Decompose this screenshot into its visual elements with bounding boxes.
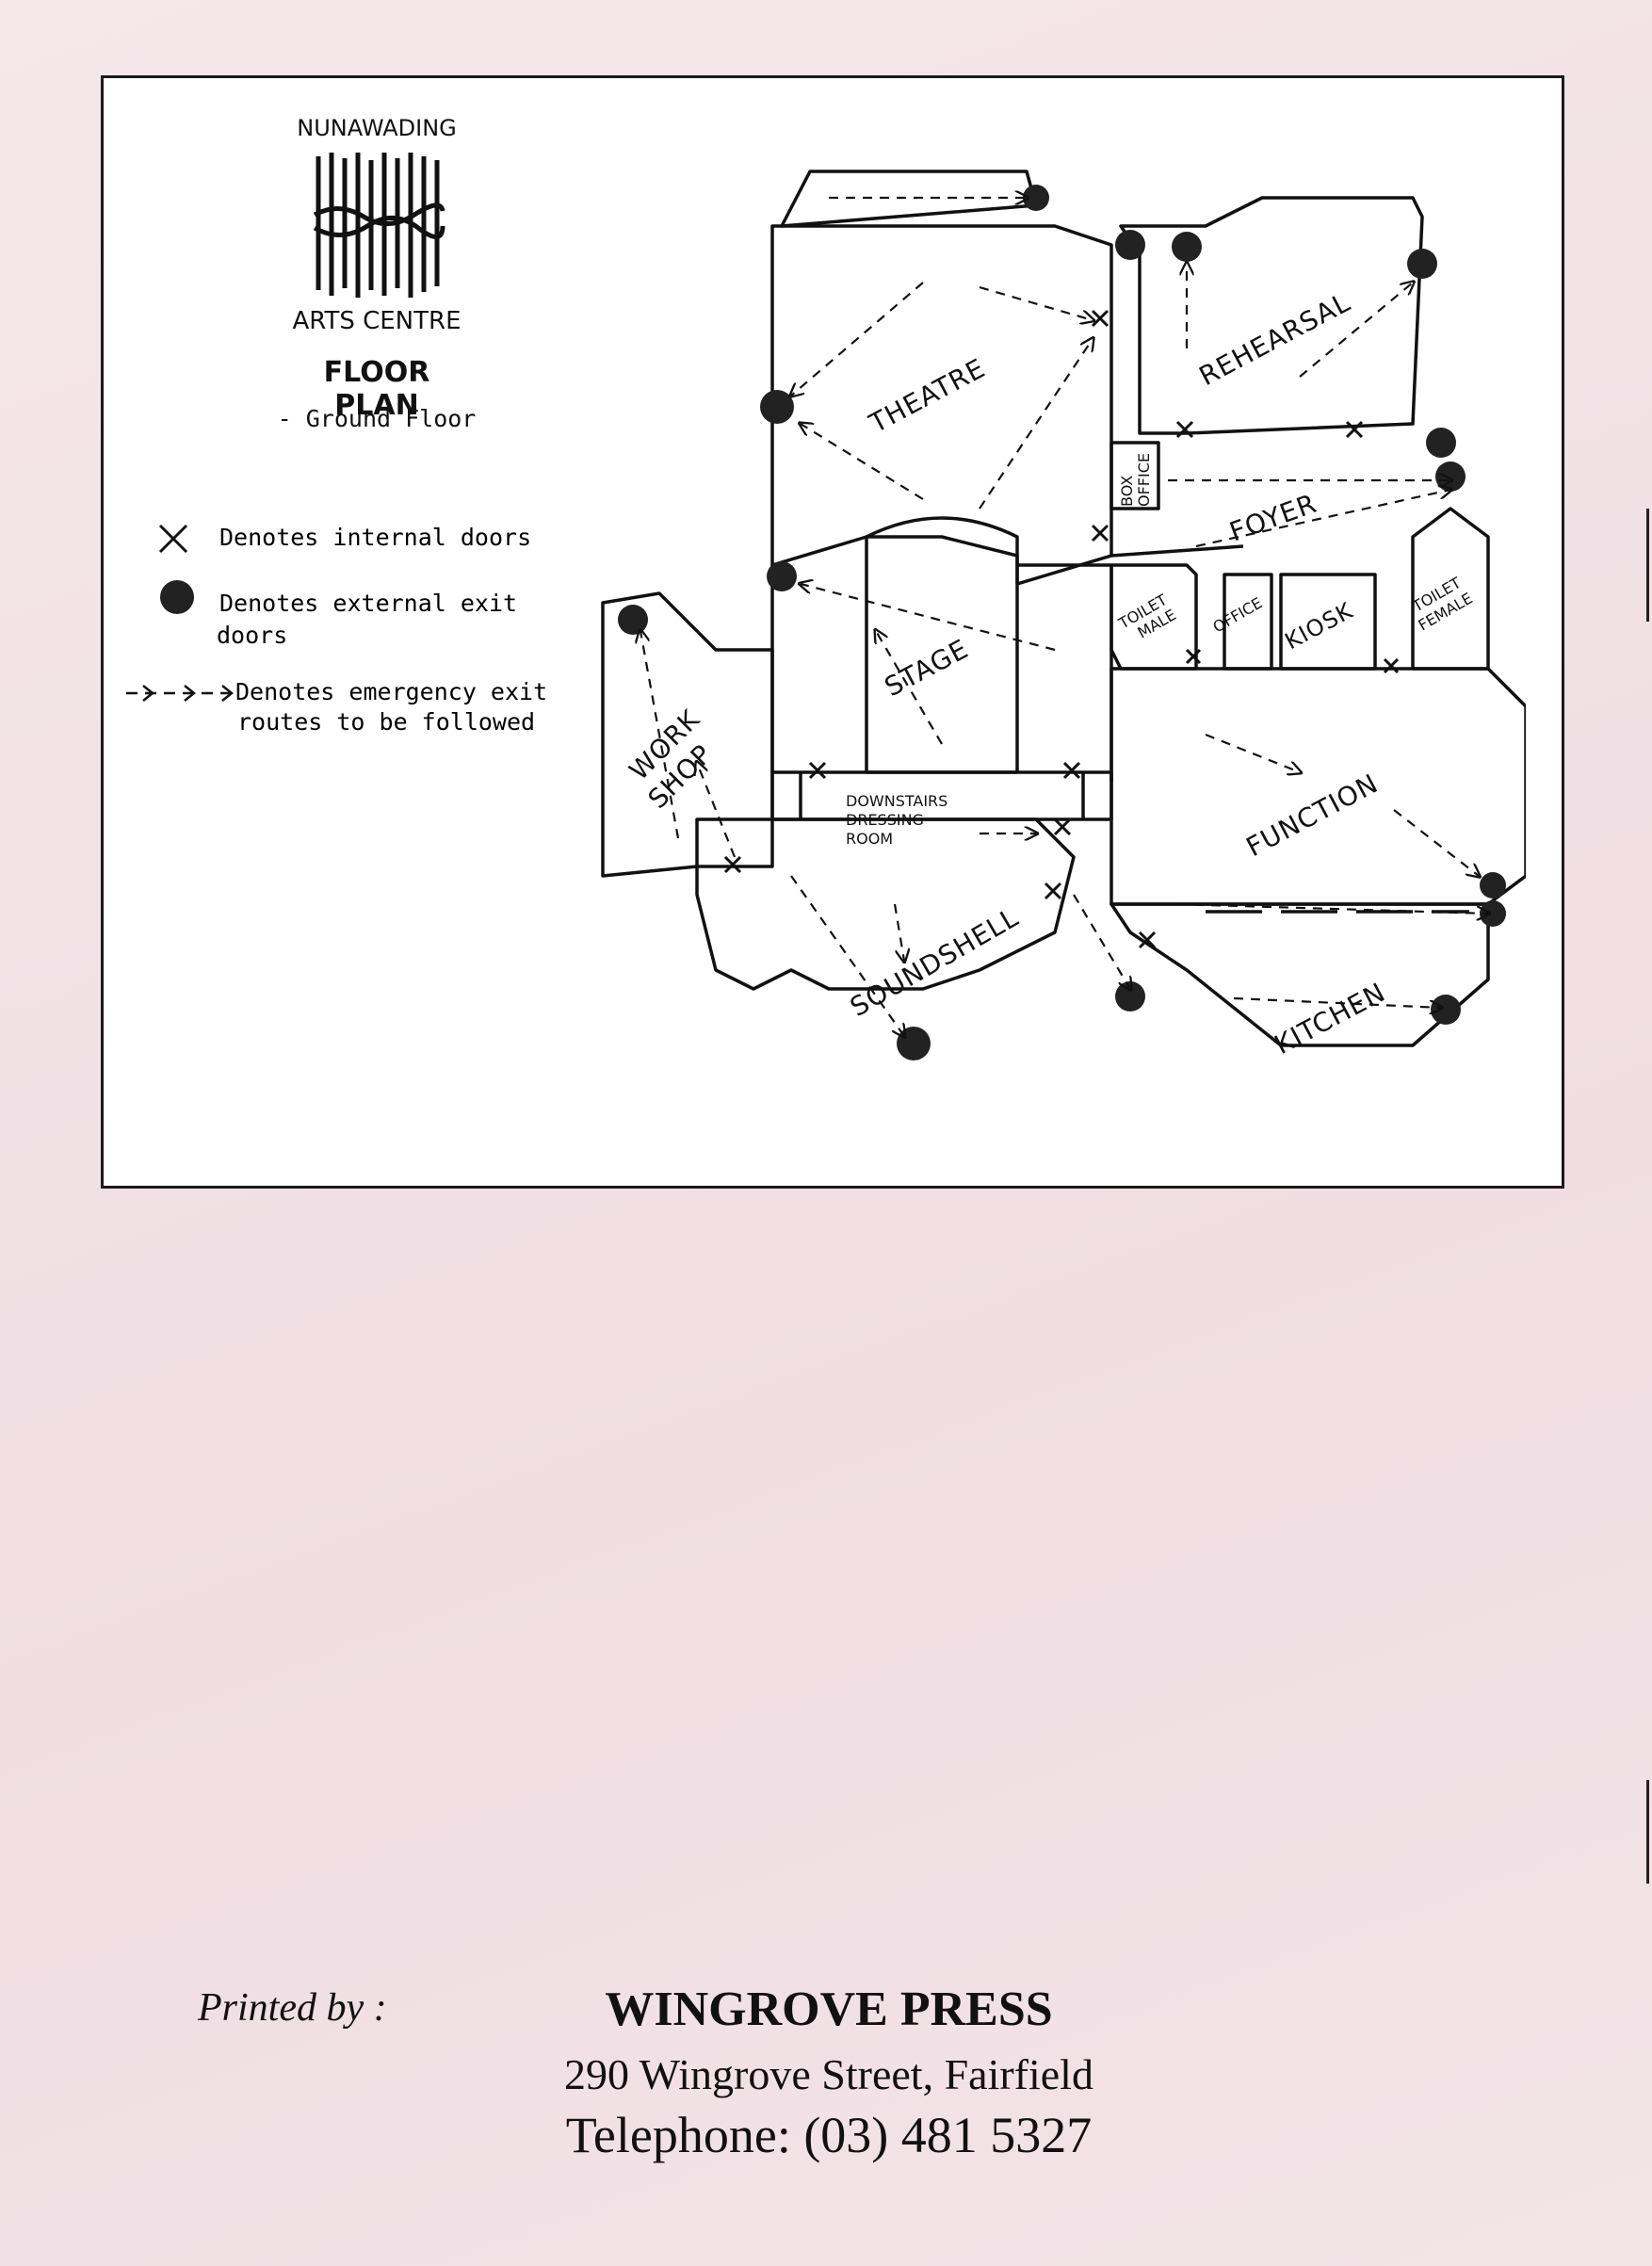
exit-door-1 — [1023, 185, 1049, 211]
press-telephone: Telephone: (03) 481 5327 — [565, 2107, 1093, 2163]
soundshell-outline — [695, 817, 1076, 991]
exit-door-4 — [1407, 249, 1437, 279]
internal-door-5 — [1185, 648, 1202, 665]
internal-door-3 — [1345, 420, 1364, 439]
route-workshop-1 — [640, 631, 680, 839]
exit-door-10 — [1480, 872, 1506, 898]
exit-door-5 — [760, 390, 794, 424]
exit-door-7 — [1435, 461, 1466, 492]
emergency-route-arrow-icon — [126, 685, 235, 702]
internal-door-12 — [1138, 931, 1157, 949]
room-label-office: OFFICE — [1210, 594, 1266, 637]
box-office-outline — [1109, 441, 1160, 510]
exit-door-2 — [1115, 230, 1145, 260]
logo-top-text: NUNAWADING — [297, 115, 457, 141]
route-kitchen — [1233, 996, 1441, 1008]
exit-door-12 — [1115, 981, 1145, 1012]
room-label-box-office-1: BOX — [1118, 476, 1136, 507]
room-label-dressing-3: ROOM — [846, 830, 893, 848]
room-label-kiosk: KIOSK — [1281, 597, 1358, 655]
route-theatre-1 — [791, 282, 924, 396]
printed-by-label: Printed by : — [198, 1986, 387, 2030]
legend-emergency-line2: routes to be followed — [237, 708, 536, 736]
function-outline — [1109, 667, 1526, 906]
exit-door-13 — [1431, 995, 1461, 1025]
room-label-kitchen: KITCHEN — [1270, 977, 1391, 1060]
internal-door-9 — [1053, 817, 1072, 836]
press-name: WINGROVE PRESS — [605, 1983, 1053, 2036]
theatre-lobby-outline — [780, 170, 1038, 228]
internal-door-8 — [1062, 761, 1081, 780]
route-theatre-2 — [979, 285, 1093, 320]
exit-door-3 — [1172, 232, 1202, 262]
exit-door-9 — [618, 605, 648, 635]
route-function-3 — [1176, 902, 1488, 914]
legend-emergency-line1: Denotes emergency exit — [235, 678, 548, 705]
exit-door-8 — [767, 561, 797, 591]
room-label-theatre: THEATRE — [864, 352, 991, 440]
room-label-dressing-1: DOWNSTAIRS — [846, 792, 947, 810]
internal-door-11 — [1044, 882, 1062, 900]
arts-centre-logo — [313, 153, 445, 298]
internal-door-7 — [808, 761, 827, 780]
route-theatre-3 — [801, 424, 924, 500]
route-rehearsal-2 — [1299, 283, 1413, 378]
route-workshop-2 — [697, 763, 737, 858]
room-label-box-office-2: OFFICE — [1135, 453, 1153, 507]
room-label-foyer: FOYER — [1225, 488, 1320, 548]
legend-external-doors-line2: doors — [217, 622, 288, 649]
floor-plan-drawing: THEATRE REHEARSAL FOYER BOX OFFICE STAGE… — [601, 170, 1526, 1060]
route-function-2 — [1393, 809, 1479, 876]
plan-subtitle: - Ground Floor — [277, 405, 477, 432]
dressing-room-outline — [770, 770, 1113, 821]
internal-door-4 — [1091, 524, 1109, 542]
plan-title: FLOOR PLAN — [323, 356, 430, 422]
room-label-rehearsal: REHEARSAL — [1194, 286, 1355, 392]
internal-door-x-icon — [158, 524, 188, 554]
toilet-female-outline — [1411, 507, 1490, 671]
edge-mark-bottom — [1646, 1780, 1649, 1884]
external-door-dot-icon — [160, 580, 194, 614]
room-label-stage: STAGE — [880, 633, 974, 703]
legend-external-doors-line1: Denotes external exit — [219, 590, 518, 617]
route-theatre-4 — [979, 339, 1093, 510]
route-soundshell-2 — [893, 903, 904, 961]
legend-internal-doors: Denotes internal doors — [219, 524, 532, 551]
route-function-1 — [1205, 733, 1300, 772]
exit-door-6 — [1426, 428, 1456, 458]
room-label-dressing-2: DRESSING — [846, 811, 924, 829]
workshop-outline — [601, 591, 774, 878]
logo-bottom-text: ARTS CENTRE — [292, 307, 462, 335]
internal-door-10 — [723, 855, 742, 874]
route-soundshell-1 — [790, 875, 904, 1036]
stage-outline — [865, 516, 1019, 774]
route-soundshell-3 — [1073, 894, 1130, 989]
room-label-function: FUNCTION — [1241, 768, 1384, 863]
route-stage-2 — [876, 631, 943, 745]
press-address: 290 Wingrove Street, Fairfield — [564, 2050, 1093, 2098]
internal-door-1 — [1091, 309, 1109, 328]
rehearsal-outline — [1119, 196, 1424, 435]
internal-door-6 — [1383, 657, 1400, 674]
edge-mark-top — [1646, 509, 1649, 622]
internal-door-2 — [1175, 420, 1194, 439]
